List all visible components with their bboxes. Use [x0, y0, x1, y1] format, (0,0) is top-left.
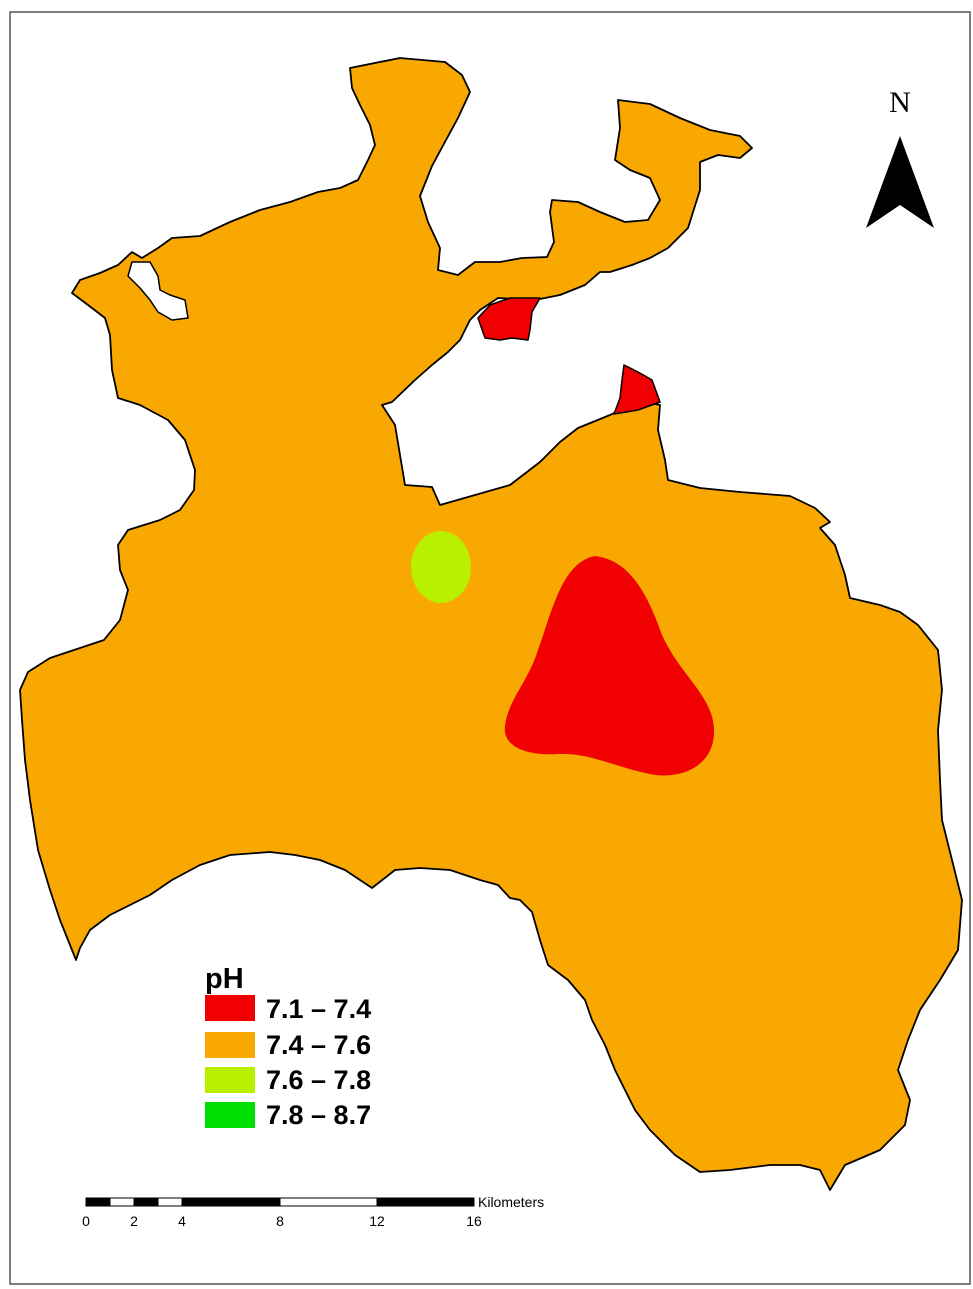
scale-tick-12: 12	[369, 1213, 385, 1229]
scale-segment-5	[181, 1197, 281, 1207]
legend-swatch-1	[205, 995, 255, 1021]
legend-swatch-3	[205, 1067, 255, 1093]
scale-segment-3	[133, 1197, 159, 1207]
legend-swatch-4	[205, 1102, 255, 1128]
study-area-polygon[interactable]	[19, 57, 963, 1191]
legend-swatch-2	[205, 1032, 255, 1058]
river-inlet	[127, 261, 189, 321]
scale-tick-4: 4	[178, 1213, 186, 1229]
ph-zone-7.1-7.4-northeast[interactable]	[613, 364, 661, 415]
scale-tick-8: 8	[276, 1213, 284, 1229]
scale-bar: Kilometers 0 2 4 8 12 16	[82, 1194, 544, 1229]
scale-segment-7	[376, 1197, 475, 1207]
scale-segment-4	[157, 1197, 183, 1207]
north-arrow-icon	[866, 136, 934, 228]
legend-title: pH	[205, 963, 244, 995]
scale-tick-2: 2	[130, 1213, 138, 1229]
north-arrow: N	[866, 86, 934, 228]
legend-label-2: 7.4 – 7.6	[266, 1030, 371, 1060]
scale-segment-2	[109, 1197, 135, 1207]
ph-zone-7.6-7.8[interactable]	[411, 531, 471, 603]
scale-segment-1	[85, 1197, 111, 1207]
scale-segment-6	[279, 1197, 378, 1207]
legend-label-4: 7.8 – 8.7	[266, 1100, 371, 1130]
scale-unit: Kilometers	[478, 1194, 544, 1210]
scale-tick-0: 0	[82, 1213, 90, 1229]
map-border	[9, 11, 971, 1285]
legend-label-1: 7.1 – 7.4	[266, 994, 371, 1024]
north-letter: N	[889, 86, 911, 119]
scale-tick-16: 16	[466, 1213, 482, 1229]
ph-zone-7.1-7.4-central[interactable]	[504, 556, 715, 776]
ph-zone-7.1-7.4-north[interactable]	[477, 297, 541, 341]
legend-label-3: 7.6 – 7.8	[266, 1065, 371, 1095]
legend: pH 7.1 – 7.4 7.4 – 7.6 7.6 – 7.8 7.8 – 8…	[205, 963, 371, 1130]
